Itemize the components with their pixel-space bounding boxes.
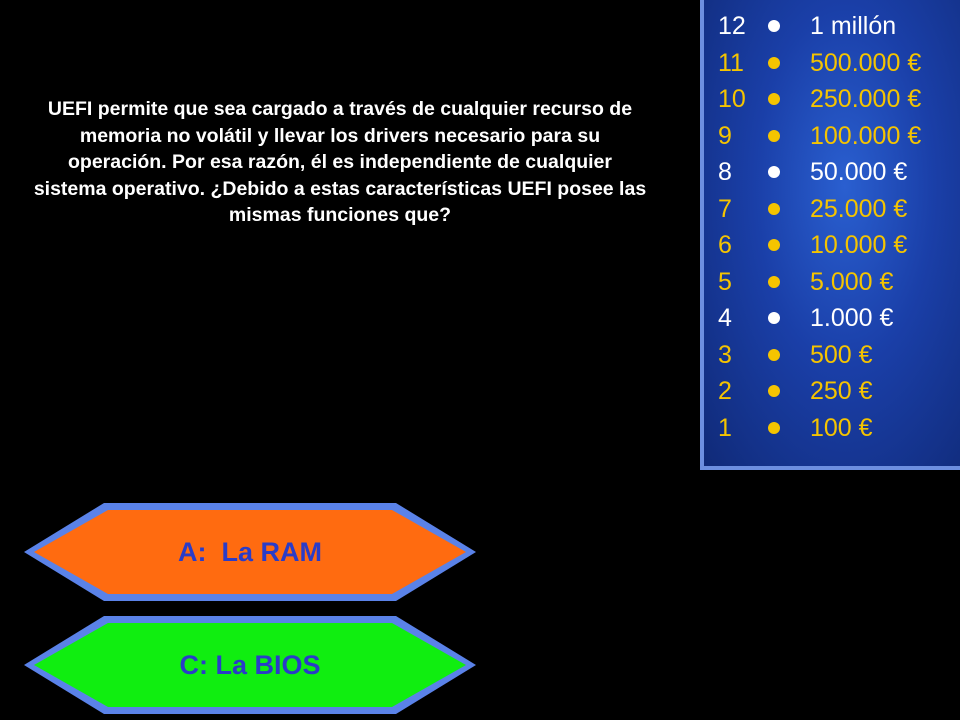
ladder-prize: 1 millón: [810, 12, 897, 40]
bullet-icon: [768, 312, 780, 324]
ladder-prize: 250.000 €: [810, 85, 922, 113]
ladder-prize: 250 €: [810, 377, 873, 405]
ladder-rung: 12 1 millón: [704, 8, 960, 44]
ladder-prize: 1.000 €: [810, 304, 894, 332]
ladder-rung: 11 500.000 €: [704, 45, 960, 81]
bullet-icon: [768, 93, 780, 105]
answer-c-label: C: La BIOS: [179, 650, 321, 680]
ladder-level: 4: [718, 304, 732, 332]
ladder-rung: 10 250.000 €: [704, 81, 960, 117]
ladder-prize: 500 €: [810, 340, 873, 369]
answer-a-shape: [24, 503, 476, 601]
ladder-rung: 2 250 €: [704, 373, 960, 409]
ladder-level: 12: [718, 12, 746, 40]
ladder-prize: 50.000 €: [810, 158, 908, 186]
ladder-level: 7: [718, 194, 732, 223]
ladder-prize: 25.000 €: [810, 194, 908, 223]
ladder-rung: 5 5.000 €: [704, 264, 960, 300]
bullet-icon: [768, 166, 780, 178]
bullet-icon: [768, 129, 780, 142]
ladder-prize: 500.000 €: [810, 48, 922, 77]
ladder-level: 6: [718, 231, 732, 259]
ladder-rung: 8 50.000 €: [704, 154, 960, 190]
ladder-level: 5: [718, 267, 732, 296]
answer-c-button[interactable]: C: La BIOS: [18, 613, 482, 717]
ladder-rung: 1 100 €: [704, 410, 960, 446]
ladder-level: 2: [718, 377, 732, 405]
bullet-icon: [768, 239, 780, 251]
answer-c-shape: [24, 616, 476, 714]
bullet-icon: [768, 421, 780, 434]
ladder-rung: 3 500 €: [704, 337, 960, 373]
bullet-icon: [768, 56, 780, 69]
question-text: UEFI permite que sea cargado a través de…: [33, 98, 647, 226]
answer-a-label: A: La RAM: [178, 537, 322, 567]
ladder-level: 9: [718, 121, 732, 150]
bullet-icon: [768, 275, 780, 288]
bullet-icon: [768, 348, 780, 361]
ladder-rung: 9 100.000 €: [704, 118, 960, 154]
bullet-icon: [768, 385, 780, 397]
answer-a-button[interactable]: A: La RAM: [18, 500, 482, 604]
ladder-prize: 5.000 €: [810, 267, 894, 296]
bullet-icon: [768, 20, 780, 32]
ladder-level: 3: [718, 340, 732, 369]
ladder-rung: 6 10.000 €: [704, 227, 960, 263]
ladder-level: 1: [718, 413, 732, 442]
bullet-icon: [768, 202, 780, 215]
ladder-prize: 100.000 €: [810, 121, 922, 150]
ladder-prize: 10.000 €: [810, 231, 908, 259]
ladder-level: 10: [718, 85, 746, 113]
ladder-rung: 7 25.000 €: [704, 191, 960, 227]
ladder-rung: 4 1.000 €: [704, 300, 960, 336]
ladder-level: 8: [718, 158, 732, 186]
ladder-prize: 100 €: [810, 413, 873, 442]
ladder-level: 11: [718, 48, 744, 77]
